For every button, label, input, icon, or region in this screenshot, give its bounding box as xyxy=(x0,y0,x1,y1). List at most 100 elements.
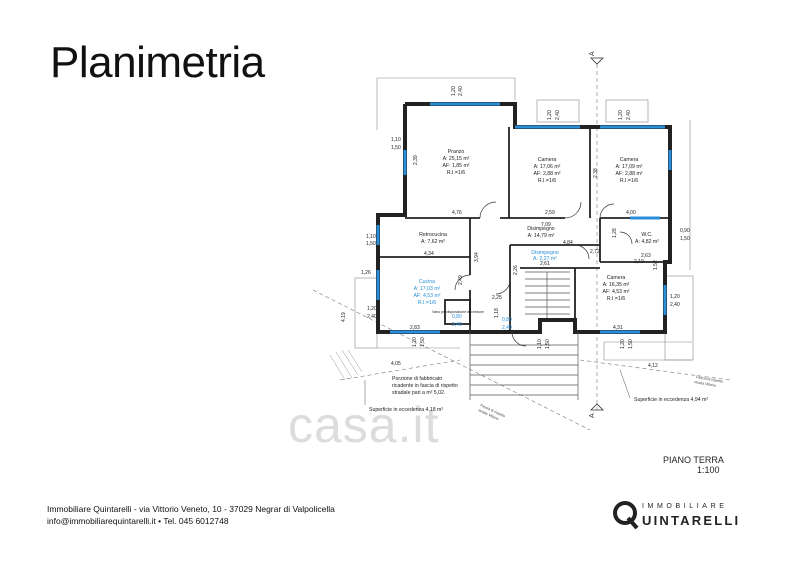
dim-label: 1,20 xyxy=(670,294,680,300)
dim-label: 1,50 xyxy=(391,145,401,151)
dimension-labels: 1,20 2,40 1,20 2,40 1,20 2,40 1,10 1,50 … xyxy=(341,86,690,369)
dimension-labels-blue: 0,80 2,40 0,80 2,40 xyxy=(452,314,512,331)
dim-label: 1,20 xyxy=(451,86,457,96)
dim-label: 2,40 xyxy=(626,110,632,120)
dim-label: 1,18 xyxy=(494,308,500,318)
dim-label: 4,34 xyxy=(424,251,434,257)
room-camera3-af: AF: 4,53 m² xyxy=(602,289,629,295)
room-camera3-name: Camera xyxy=(607,275,626,281)
dim-label: 1,26 xyxy=(361,270,371,276)
dim-label: 1,20 xyxy=(618,110,624,120)
logo-q-icon xyxy=(613,501,639,530)
floor-scale: 1:100 xyxy=(697,465,720,475)
dim-label: 1,20 xyxy=(547,110,553,120)
dim-label: 2,63 xyxy=(641,253,651,259)
room-camera2-ri: R.I.=1/6 xyxy=(620,178,638,184)
dim-label: 2,72 xyxy=(590,249,600,255)
room-cucina-name: Cucina xyxy=(419,279,435,285)
room-camera3-area: A: 16,35 m² xyxy=(603,282,630,288)
dim-label: 0,80 xyxy=(502,317,512,323)
annotations: Porzione di fabbricato ricadente in fasc… xyxy=(369,376,708,413)
room-disimpegno-name: Disimpegno xyxy=(527,226,555,232)
dim-label: 2,40 xyxy=(555,110,561,120)
company-logo: IMMOBILIARE UINTARELLI xyxy=(612,498,752,532)
dim-label: 2,38 xyxy=(593,168,599,178)
room-retrocucina-name: Retrocucina xyxy=(419,232,447,238)
dim-label: 2,40 xyxy=(458,86,464,96)
room-pranzo-af: AF: 1,85 m² xyxy=(442,163,469,169)
dim-label: 4,12 xyxy=(648,363,658,369)
dim-label: 3,94 xyxy=(474,252,480,262)
dim-label: 0,90 xyxy=(680,228,690,234)
dim-label: 4,00 xyxy=(626,210,636,216)
dim-label: 2,40 xyxy=(502,325,512,331)
porzione-line-1: Porzione di fabbricato xyxy=(392,376,442,382)
dim-label: 2,39 xyxy=(413,155,419,165)
room-camera3-ri: R.I.=1/6 xyxy=(607,296,625,302)
floor-caption: PIANO TERRA 1:100 xyxy=(663,455,724,475)
dim-label: 2,40 xyxy=(670,302,680,308)
room-labels: Pranzo A: 25,15 m² AF: 1,85 m² R.I.=1/6 … xyxy=(419,149,659,314)
logo-bottom-text: UINTARELLI xyxy=(642,513,741,528)
room-pranzo-name: Pranzo xyxy=(448,149,465,155)
room-camera1-area: A: 17,06 m² xyxy=(534,164,561,170)
excess-area-hatch xyxy=(329,349,363,381)
floor-name: PIANO TERRA xyxy=(663,455,724,465)
dim-label: 1,52 xyxy=(653,260,659,270)
dim-label: 2,61 xyxy=(540,261,550,267)
room-camera1-ri: R.I.=1/6 xyxy=(538,178,556,184)
room-vano-name: Vano predisposizione ascensore xyxy=(432,310,484,314)
room-camera2-name: Camera xyxy=(620,157,639,163)
dim-label: 0,80 xyxy=(452,314,462,320)
dim-label: 4,05 xyxy=(391,361,401,367)
dim-label: 1,10 xyxy=(391,137,401,143)
room-disimpegno-area: A: 14,79 m² xyxy=(528,233,555,239)
room-cucina-area: A: 17,03 m² xyxy=(414,286,441,292)
dim-label: 2,49 xyxy=(458,275,464,285)
doors xyxy=(454,201,633,347)
section-label-top: A xyxy=(589,51,596,56)
dim-label: 2,25 xyxy=(492,295,502,301)
dim-label: 1,50 xyxy=(680,236,690,242)
room-wc-name: W.C. xyxy=(641,232,652,238)
fascia-right-2: strada Vittorio xyxy=(694,380,716,388)
room-camera2-area: A: 17,09 m² xyxy=(616,164,643,170)
room-pranzo-area: A: 25,15 m² xyxy=(443,156,470,162)
dim-label: 2,59 xyxy=(545,210,555,216)
dim-label: 4,76 xyxy=(452,210,462,216)
dim-label: 1,20 xyxy=(620,339,626,349)
dim-label: 4,84 xyxy=(563,240,573,246)
dim-label: 2,26 xyxy=(513,265,519,275)
room-wc-area: A: 4,82 m² xyxy=(635,239,659,245)
dim-label: 7,09 xyxy=(541,222,551,228)
sup-left: Superficie in eccedenza 4,18 m² xyxy=(369,407,443,413)
footer: Immobiliare Quintarelli - via Vittorio V… xyxy=(47,503,335,527)
windows xyxy=(376,102,672,334)
room-pranzo-ri: R.I.=1/6 xyxy=(447,170,465,176)
room-disimpegno2-name: Disimpegno xyxy=(531,250,559,256)
stairs xyxy=(469,271,579,400)
annotation-leaders xyxy=(364,369,631,405)
dim-label: 1,10 xyxy=(537,339,543,349)
room-camera1-name: Camera xyxy=(538,157,557,163)
room-disimpegno2-area: A: 2,27 m² xyxy=(533,256,557,262)
dim-label: 1,50 xyxy=(545,339,551,349)
fascia-right-1: Fascia di rispetto xyxy=(696,375,723,384)
dim-label: 1,50 xyxy=(420,337,426,347)
sup-right: Superficie in eccedenza 4,94 m² xyxy=(634,397,708,403)
dim-label: 1,10 xyxy=(366,234,376,240)
dim-label: 4,31 xyxy=(613,325,623,331)
fascia-lines xyxy=(312,64,731,431)
section-label-bottom: A xyxy=(589,413,596,418)
dim-label: 1,50 xyxy=(628,339,634,349)
section-markers xyxy=(590,57,604,411)
room-camera1-af: AF: 2,88 m² xyxy=(533,171,560,177)
logo-top-text: IMMOBILIARE xyxy=(642,503,728,510)
footer-address: Immobiliare Quintarelli - via Vittorio V… xyxy=(47,504,335,514)
footer-contact: info@immobiliarequintarelli.it • Tel. 04… xyxy=(47,516,229,526)
room-cucina-af: AF: 4,53 m² xyxy=(413,293,440,299)
dim-label: 2,40 xyxy=(367,314,377,320)
dim-label: 1,20 xyxy=(412,337,418,347)
watermark: casa.it xyxy=(288,397,440,453)
